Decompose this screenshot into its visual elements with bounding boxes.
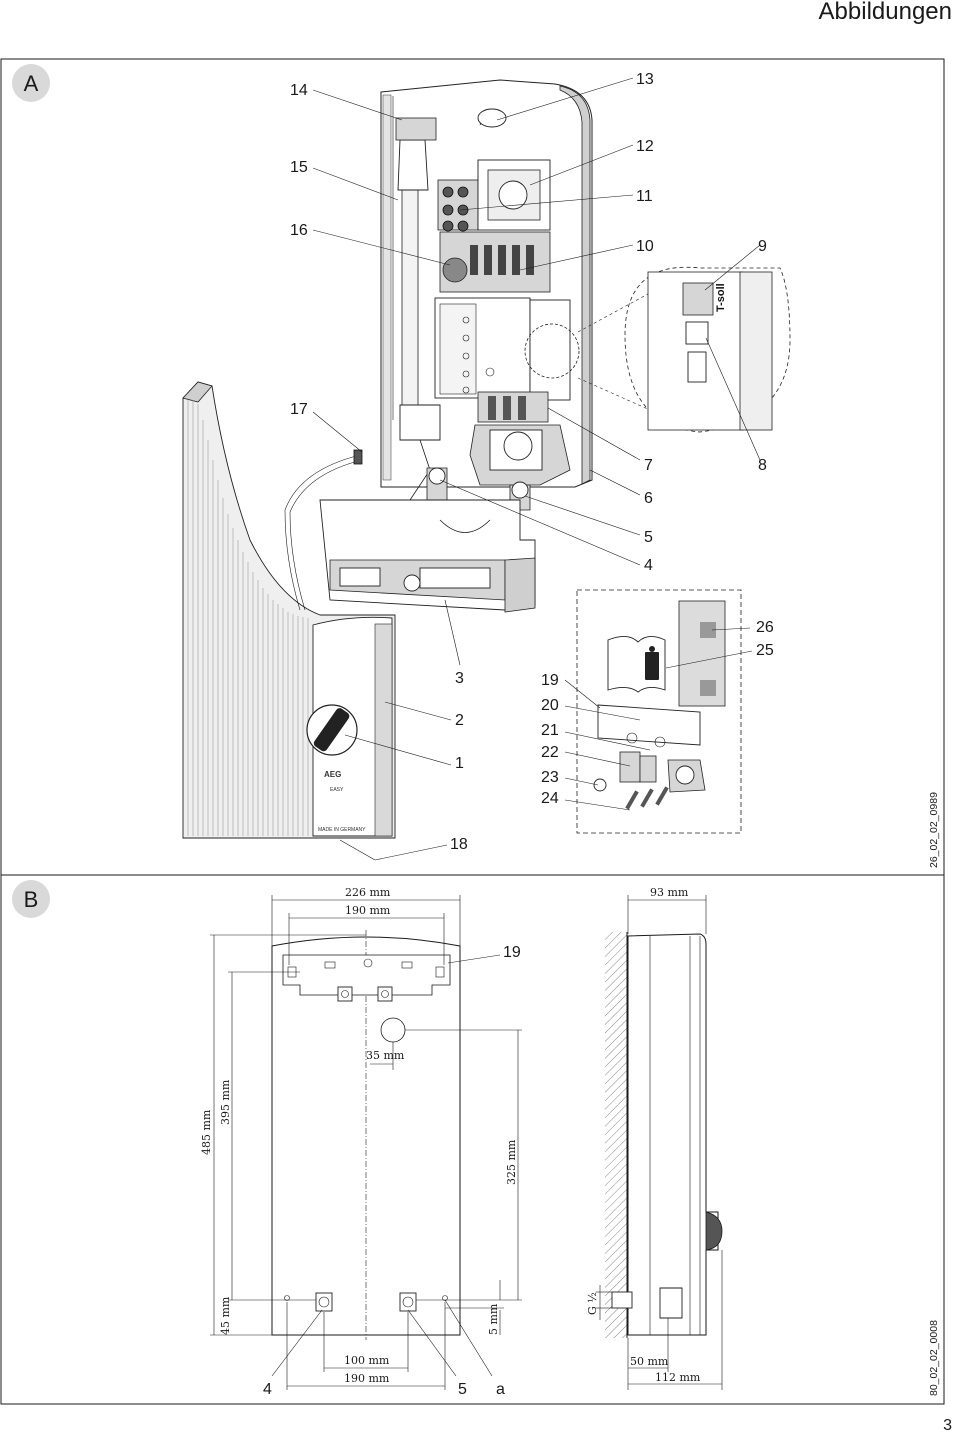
dim-width-holes: 190 mm — [345, 904, 391, 917]
detail-t-soll-label: T-soll — [715, 283, 727, 312]
callout-14: 14 — [290, 82, 308, 99]
callout-b-4: 4 — [263, 1381, 272, 1398]
panel-b-badge-label: B — [24, 887, 39, 912]
callout-17: 17 — [290, 401, 308, 418]
panel-a-badge-label: A — [24, 71, 39, 96]
dim-bottom-holes: 190 mm — [344, 1372, 390, 1385]
callout-15: 15 — [290, 159, 308, 176]
callout-13: 13 — [636, 71, 654, 88]
dim-bottom-offset: 45 mm — [219, 1296, 232, 1335]
origin-label: MADE IN GERMANY — [318, 827, 366, 833]
dim-connection-spacing: 100 mm — [344, 1354, 390, 1367]
callout-7: 7 — [644, 457, 653, 474]
detail-zoom-circle — [524, 323, 580, 379]
brand-logo: AEG — [324, 770, 341, 779]
panel-b: B 80_02_02_0008 — [12, 880, 940, 1398]
callout-23: 23 — [541, 769, 559, 786]
callout-16: 16 — [290, 222, 308, 239]
model-label: EASY — [330, 787, 344, 793]
callout-8: 8 — [758, 457, 767, 474]
callouts-b: 19 4 5 a — [263, 944, 521, 1398]
dimension-labels: 226 mm 190 mm 93 mm 485 mm 395 mm 35 mm … — [200, 886, 701, 1385]
panel-a-badge — [12, 64, 50, 102]
callout-1: 1 — [455, 755, 464, 772]
panel-a: A 26_02_02_0989 — [12, 64, 940, 868]
callouts-a: 14 15 16 17 13 12 11 10 9 8 7 6 5 4 3 2 … — [290, 71, 774, 853]
dim-height-total: 485 mm — [200, 1109, 213, 1155]
page-number: 3 — [943, 1417, 952, 1434]
appliance-body — [380, 79, 593, 511]
bottom-tray — [319, 499, 536, 613]
callout-6: 6 — [644, 490, 653, 507]
callout-25: 25 — [756, 642, 774, 659]
callout-24: 24 — [541, 790, 559, 807]
side-view — [605, 932, 723, 1338]
dim-pipe-vertical: 325 mm — [505, 1139, 518, 1185]
dim-pipe-to-center: 35 mm — [366, 1049, 405, 1062]
panel-a-image-code: 26_02_02_0989 — [928, 792, 940, 868]
callout-20: 20 — [541, 697, 559, 714]
callout-22: 22 — [541, 744, 559, 761]
callout-12: 12 — [636, 138, 654, 155]
panel-b-image-code: 80_02_02_0008 — [928, 1320, 940, 1396]
callout-19: 19 — [541, 672, 559, 689]
figure-frame — [0, 58, 945, 1405]
page-title: Abbildungen — [818, 0, 952, 25]
dim-depth-with-connection: 112 mm — [655, 1371, 701, 1384]
callout-4: 4 — [644, 557, 653, 574]
detail-zoom: T-soll — [577, 266, 791, 433]
callout-10: 10 — [636, 238, 654, 255]
dim-depth-connection: 50 mm — [630, 1355, 669, 1368]
callout-9: 9 — [758, 238, 767, 255]
callout-b-19: 19 — [503, 944, 521, 961]
callout-b-a: a — [496, 1381, 505, 1398]
callout-b-5: 5 — [458, 1381, 467, 1398]
callout-21: 21 — [541, 722, 559, 739]
panel-b-badge — [12, 880, 50, 918]
dim-side-offset: 5 mm — [487, 1303, 500, 1335]
dim-depth-total: 93 mm — [650, 886, 689, 899]
mounting-kit — [576, 589, 742, 834]
leader-lines-a — [312, 77, 761, 861]
callout-11: 11 — [636, 188, 653, 205]
front-cover: AEG EASY MADE IN GERMANY — [182, 381, 396, 839]
callout-26: 26 — [756, 619, 774, 636]
dim-width-total: 226 mm — [345, 886, 391, 899]
callout-18: 18 — [450, 836, 468, 853]
callout-5: 5 — [644, 529, 653, 546]
front-view — [271, 930, 461, 1340]
dim-height-mount: 395 mm — [219, 1079, 232, 1125]
callout-2: 2 — [455, 712, 464, 729]
callout-3: 3 — [455, 670, 464, 687]
dim-thread: G ½ — [586, 1292, 599, 1315]
dimension-lines — [210, 895, 723, 1390]
